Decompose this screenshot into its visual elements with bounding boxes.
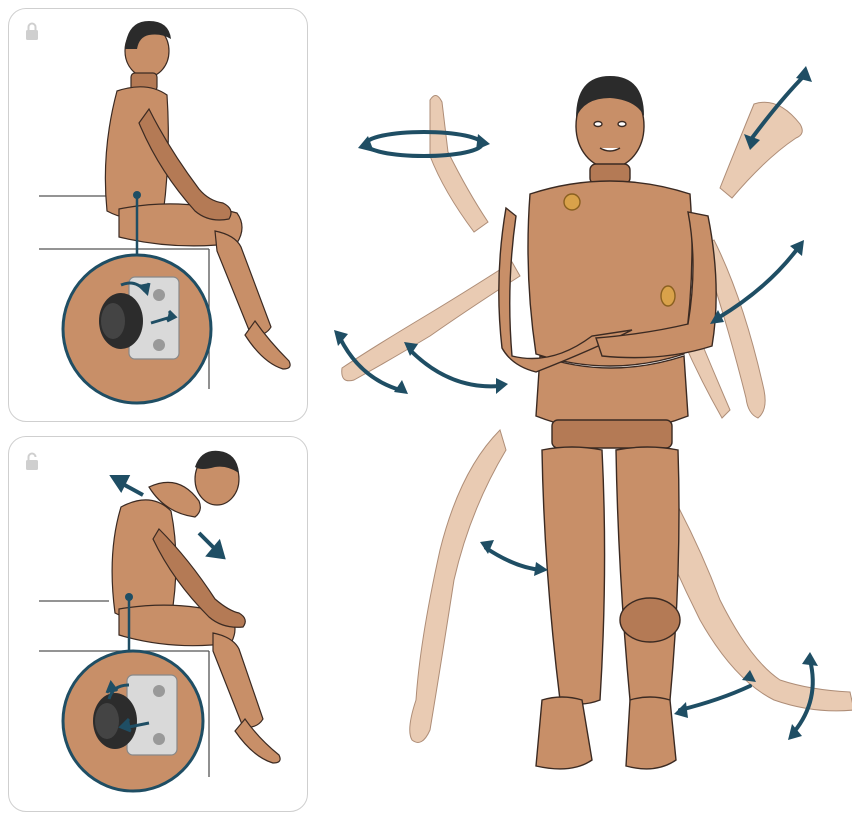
manikin-right-leg [616,447,679,704]
elbow-arrow [410,350,500,386]
range-of-motion-figure [320,60,852,814]
padlock-open-icon [26,454,38,471]
manikin-left-leg [542,447,605,704]
locked-posture-panel [8,8,308,422]
hip-swing-arrow [486,548,542,570]
ankle-swing-arrow [680,686,750,710]
unlocked-posture-panel [8,436,308,812]
unlocked-knob-detail [63,651,203,791]
wrist-rotation-arrow [366,132,482,156]
locked-knob-detail [63,255,211,403]
padlock-closed-icon [26,24,38,40]
standing-manikin [499,76,716,769]
